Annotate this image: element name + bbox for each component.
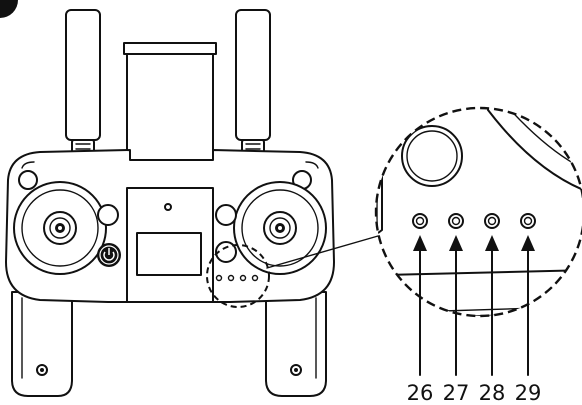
- corner-badge: [0, 0, 18, 18]
- right-lower-button: [215, 241, 237, 263]
- left-antenna: [65, 9, 101, 157]
- magnified-led-28: [484, 213, 500, 229]
- magnified-view-circle: [374, 106, 582, 318]
- callout-28: 28: [479, 381, 506, 405]
- left-joystick: [13, 181, 107, 275]
- power-button: [97, 243, 121, 267]
- magnified-led-29: [520, 213, 536, 229]
- right-joystick: [233, 181, 327, 275]
- magnified-detail: [376, 108, 582, 316]
- magnified-led-26: [412, 213, 428, 229]
- left-shoulder-button: [18, 170, 38, 190]
- right-antenna: [235, 9, 271, 157]
- right-function-button: [215, 204, 237, 226]
- pointer-29: [521, 235, 535, 376]
- right-grip: [265, 291, 327, 397]
- callout-26: 26: [407, 381, 434, 405]
- pointer-28: [485, 235, 499, 376]
- pointer-26: [413, 235, 427, 376]
- pointer-27: [449, 235, 463, 376]
- callout-27: 27: [443, 381, 470, 405]
- magnified-large-button: [401, 125, 463, 187]
- indicator-led: [164, 203, 172, 211]
- zoom-connector-line: [266, 235, 379, 269]
- left-grip: [11, 291, 73, 397]
- small-indicator-dots: [215, 274, 259, 282]
- lcd-screen: [136, 232, 202, 276]
- left-function-button: [97, 204, 119, 226]
- zoom-source-circle: [206, 244, 270, 308]
- magnified-led-27: [448, 213, 464, 229]
- callout-29: 29: [515, 381, 542, 405]
